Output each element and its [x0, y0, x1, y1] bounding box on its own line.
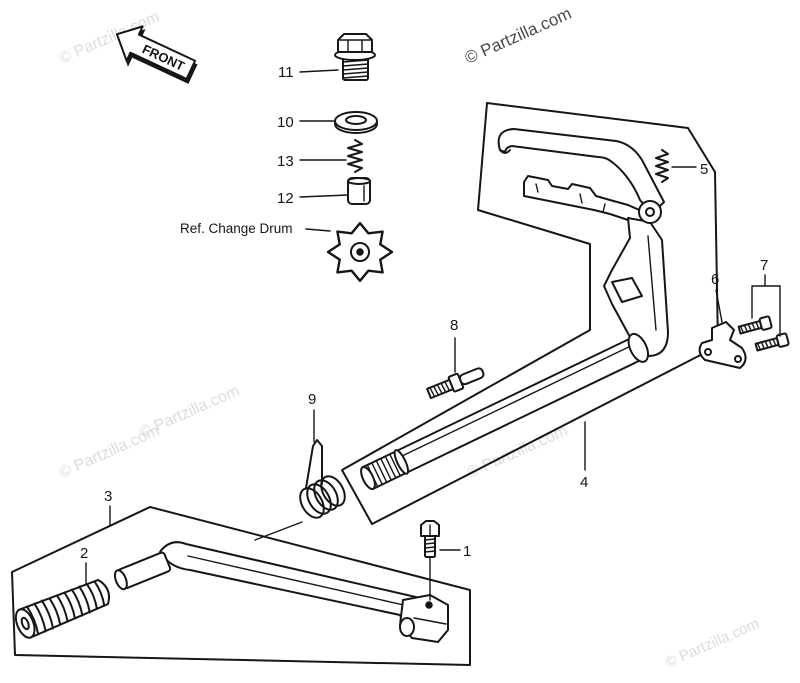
shift-mechanism-arm	[497, 128, 665, 225]
callout-2: 2	[80, 545, 88, 562]
part-9-torsion-spring	[254, 439, 346, 541]
callout-5: 5	[700, 161, 708, 178]
part-7-bolt-lower	[754, 332, 790, 352]
leader-12	[299, 194, 349, 198]
callout-6: 6	[711, 271, 719, 288]
pivot-hole	[645, 207, 655, 217]
lever-peg	[113, 551, 172, 591]
part-6-plate	[698, 321, 747, 369]
shift-arm-ratchet-notches	[535, 183, 606, 213]
watermark-bottom-right: © Partzilla.com	[663, 615, 762, 672]
leader-6	[715, 289, 723, 323]
callout-10: 10	[277, 114, 294, 131]
part-1-bolt	[420, 520, 440, 601]
washer-10-hole	[345, 115, 367, 125]
bolt-7a-threads	[739, 321, 760, 334]
bolt-7a-head	[758, 315, 773, 331]
bracket-slot	[611, 277, 643, 303]
lever-clamp-spline-hole	[399, 617, 415, 637]
shift-lever-assembly-outline	[11, 506, 471, 666]
bolt-1-shaft	[424, 534, 436, 558]
callout-12: 12	[277, 190, 294, 207]
part-4-shift-shaft	[360, 332, 650, 491]
callout-13: 13	[277, 153, 294, 170]
lever-clamp-bolt-hole	[425, 601, 433, 609]
leader-7-bracket	[751, 274, 781, 337]
change-drum-center	[356, 248, 364, 256]
spring-9-coil-2	[306, 483, 332, 515]
part-7-bolt-upper	[737, 315, 773, 335]
plate-6-body	[698, 321, 747, 369]
spring-9-coil-4	[320, 475, 346, 507]
shift-shaft-assembly-outline	[341, 102, 719, 525]
pedal-rubber-end-hole	[20, 616, 30, 631]
part-2-pedal-rubber	[14, 578, 110, 639]
part-3-shift-lever	[159, 541, 449, 643]
spring-9-arms	[305, 439, 323, 489]
spring-9-coil-3	[313, 479, 339, 511]
plate-6-hole-right	[734, 355, 742, 363]
change-drum-cam	[326, 221, 394, 282]
callout-7: 7	[760, 257, 768, 274]
lever-peg-end	[113, 569, 128, 591]
bolt-11-threads	[342, 59, 369, 79]
leader-change-drum	[305, 228, 331, 232]
bolt-11-hex-head	[337, 33, 373, 53]
callout-8: 8	[450, 317, 458, 334]
reference-label-change-drum: Ref. Change Drum	[180, 221, 293, 236]
spring-9-mount-leader	[254, 521, 303, 541]
shift-shaft-highlight	[402, 343, 636, 456]
bracket-edge	[647, 235, 657, 331]
part-5-spring	[655, 149, 669, 183]
part-10-washer	[334, 111, 378, 134]
bolt-11-head-faces	[337, 39, 373, 53]
callout-4: 4	[580, 474, 588, 491]
part-12-pin	[347, 177, 371, 205]
callout-3: 3	[104, 488, 112, 505]
shift-shaft-end	[360, 465, 376, 491]
callout-9: 9	[308, 391, 316, 408]
bolt-1-threads	[424, 538, 436, 553]
pedal-rubber-ribs	[26, 580, 106, 636]
stud-8-shaft	[458, 367, 485, 386]
front-arrow-body	[115, 25, 197, 80]
watermark-top-right: © Partzilla.com	[462, 4, 574, 68]
pin-12-top	[347, 177, 371, 185]
shift-shaft-bracket	[603, 217, 669, 357]
shift-arm-upper	[497, 128, 665, 215]
stud-8-threads	[429, 381, 451, 398]
watermark-left: © Partzilla.com	[57, 422, 162, 481]
bolt-7b-threads	[756, 338, 777, 351]
shift-shaft-collar	[393, 449, 410, 475]
shift-arm-pivot	[638, 200, 662, 224]
shift-arm-ratchet	[523, 175, 645, 225]
shift-shaft-boss	[627, 332, 650, 363]
plate-6-hole-left	[704, 348, 712, 356]
part-11-bolt	[334, 33, 376, 81]
part-8-stud	[426, 367, 485, 400]
spring-9-coil-1	[299, 487, 325, 519]
stud-8-hex-collar	[447, 372, 465, 393]
shift-arm-hook	[499, 149, 511, 154]
callout-11: 11	[278, 64, 294, 81]
bolt-7b-head	[775, 332, 790, 348]
lever-arm-edge	[187, 555, 409, 607]
callout-1: 1	[463, 543, 471, 560]
lever-clamp-slot	[413, 617, 447, 625]
part-13-spring	[347, 139, 363, 173]
leader-11	[299, 69, 339, 73]
